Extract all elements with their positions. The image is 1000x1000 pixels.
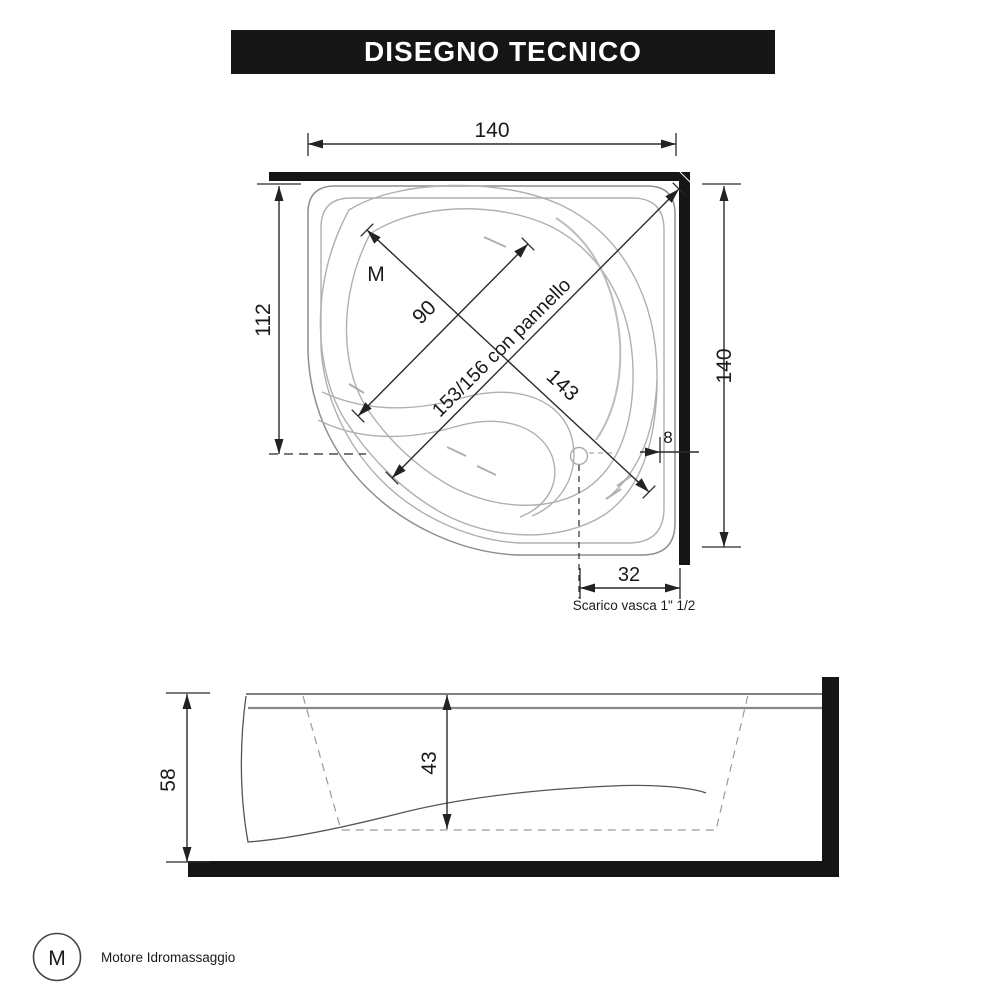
armrest-curve [609,379,658,497]
wall-corner-mitre [679,171,691,183]
legend-label: Motore Idromassaggio [101,950,235,965]
plan-view: M 140 112 [252,119,741,613]
dim-diagonal-panel-value: 153/156 con pannello [428,274,576,422]
jet-mark [483,236,507,248]
jet-mark [348,383,365,394]
dim-right-height-value: 140 [713,348,736,383]
seat-contour-upper [321,391,575,517]
dim-inner-depth: 43 [418,695,452,829]
plan-walls [269,171,691,565]
dim-top-width: 140 [307,119,677,156]
dim-inner-depth-value: 43 [418,751,441,774]
jet-mark [446,446,467,457]
side-floor [188,861,839,877]
side-view: 58 43 [157,677,839,877]
backrest-curve [555,217,622,441]
dim-drain-offset-value: 32 [618,564,640,586]
dim-diagonal-panel: 153/156 con pannello [385,182,686,485]
dim-diagonal-basin-value: 143 [542,365,583,406]
plan-tub-outline [307,185,676,556]
dim-left-height: 112 [252,183,366,455]
dim-total-height: 58 [157,692,210,863]
plan-top-wall [269,172,690,181]
dim-top-width-value: 140 [474,119,509,142]
dim-wall-gap-value: 8 [663,428,672,447]
drain-circle [569,446,589,466]
jet-mark [616,475,632,487]
plan-right-wall [679,172,690,565]
legend-symbol: M [48,947,66,970]
dim-left-height-value: 112 [252,303,275,336]
dim-drain-offset: 32 Scarico vasca 1" 1/2 [573,564,696,613]
dim-wall-gap: 8 [640,428,699,463]
side-tub-profile [240,693,822,843]
seat-contour-lower [317,419,556,518]
dim-total-height-value: 58 [157,768,180,791]
drain-note: Scarico vasca 1" 1/2 [573,598,696,613]
motor-symbol-circle [32,932,82,982]
tub-section-curve [240,695,707,843]
motor-mark-label: M [367,263,385,286]
basin-outer-curve [319,184,658,536]
dim-basin-width-value: 90 [408,296,441,329]
dim-right-height: 140 [702,183,741,548]
panel-dashed-outline [302,694,749,831]
jet-mark [605,488,622,500]
plan-basin-curves [317,184,658,536]
side-right-wall [822,677,839,877]
page-title: DISEGNO TECNICO [231,30,775,74]
side-walls [188,677,839,877]
jet-mark [476,465,497,476]
inner-rim-line [320,197,665,544]
legend: M Motore Idromassaggio [32,932,235,982]
deck-outline [307,185,676,556]
drain [569,446,614,598]
